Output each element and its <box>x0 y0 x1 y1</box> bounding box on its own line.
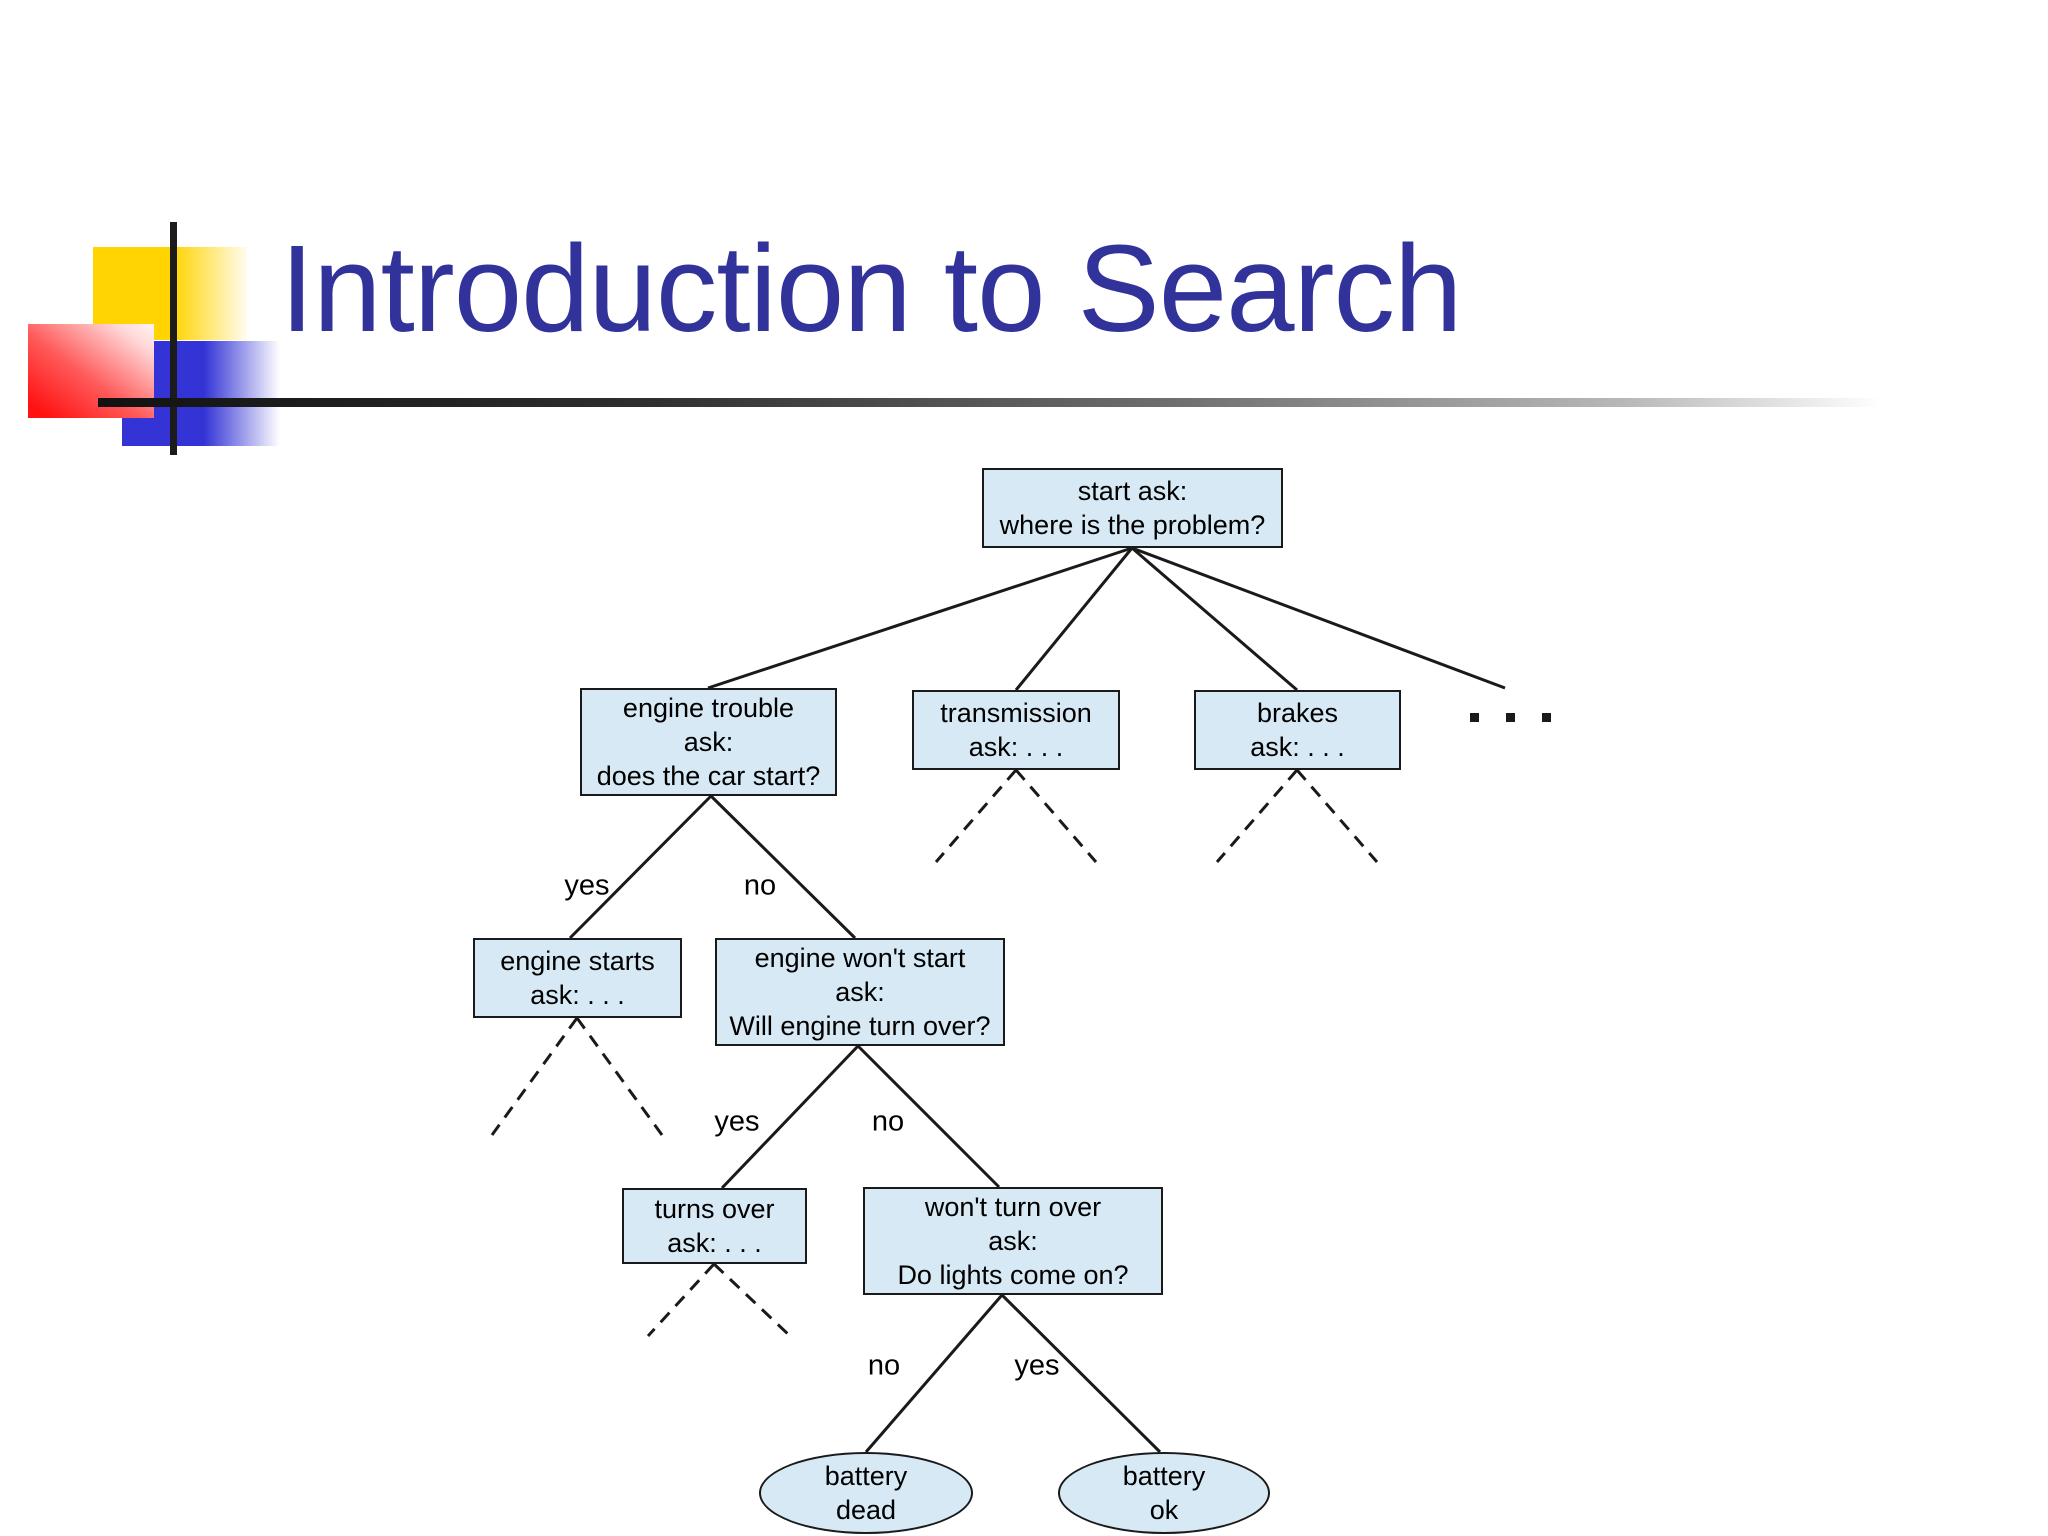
continuation-dashed-line-transmission <box>934 769 1018 863</box>
edge-label-yes-0: yes <box>564 869 610 902</box>
edge-wont-turn-over-to-battery-dead <box>864 1294 1004 1453</box>
node-turns-over: turns over ask: . . . <box>622 1188 807 1264</box>
edge-label-no-4: no <box>867 1349 901 1382</box>
edge-label-yes-2: yes <box>714 1105 760 1138</box>
edge-engine-wont-start-to-wont-turn-over <box>856 1044 1001 1189</box>
edge-label-yes-5: yes <box>1014 1349 1060 1382</box>
edge-wont-turn-over-to-battery-ok <box>1000 1293 1162 1454</box>
edge-label-no-3: no <box>871 1105 905 1138</box>
node-transmission: transmission ask: . . . <box>912 690 1120 770</box>
node-battery-ok: battery ok <box>1058 1452 1270 1534</box>
node-start: start ask: where is the problem? <box>982 468 1283 548</box>
slide-title: Introduction to Search <box>280 221 1462 358</box>
edge-start-to-ellipsis <box>1131 546 1506 690</box>
node-brakes: brakes ask: . . . <box>1194 690 1401 770</box>
continuation-dashed-line-engine-starts <box>490 1017 579 1136</box>
edge-engine-trouble-to-engine-wont-start <box>709 794 857 940</box>
node-engine-trouble: engine trouble ask: does the car start? <box>580 688 837 796</box>
edge-start-to-engine-trouble <box>707 546 1133 690</box>
edge-label-no-1: no <box>743 869 777 902</box>
edge-start-to-transmission <box>1014 547 1134 691</box>
node-engine-wont-start: engine won't start ask: Will engine turn… <box>715 938 1005 1046</box>
continuation-dashed-line-turns-over <box>712 1262 792 1338</box>
node-engine-starts: engine starts ask: . . . <box>473 938 682 1018</box>
edge-engine-wont-start-to-turns-over <box>720 1044 860 1190</box>
continuation-dashed-line-brakes <box>1215 769 1299 863</box>
more-branches-ellipsis-dot <box>1542 713 1551 722</box>
corner-vertical-line <box>170 222 177 455</box>
more-branches-ellipsis-dot <box>1470 713 1479 722</box>
node-wont-turn-over: won't turn over ask: Do lights come on? <box>863 1187 1163 1295</box>
continuation-dashed-line-brakes <box>1295 769 1379 863</box>
edge-engine-trouble-to-engine-starts <box>568 794 713 940</box>
continuation-dashed-line-turns-over <box>646 1262 716 1338</box>
title-underline <box>98 398 1900 407</box>
node-battery-dead: battery dead <box>759 1452 973 1534</box>
continuation-dashed-line-transmission <box>1014 769 1098 863</box>
continuation-dashed-line-engine-starts <box>575 1017 664 1136</box>
edge-start-to-brakes <box>1131 546 1298 692</box>
more-branches-ellipsis-dot <box>1506 713 1515 722</box>
